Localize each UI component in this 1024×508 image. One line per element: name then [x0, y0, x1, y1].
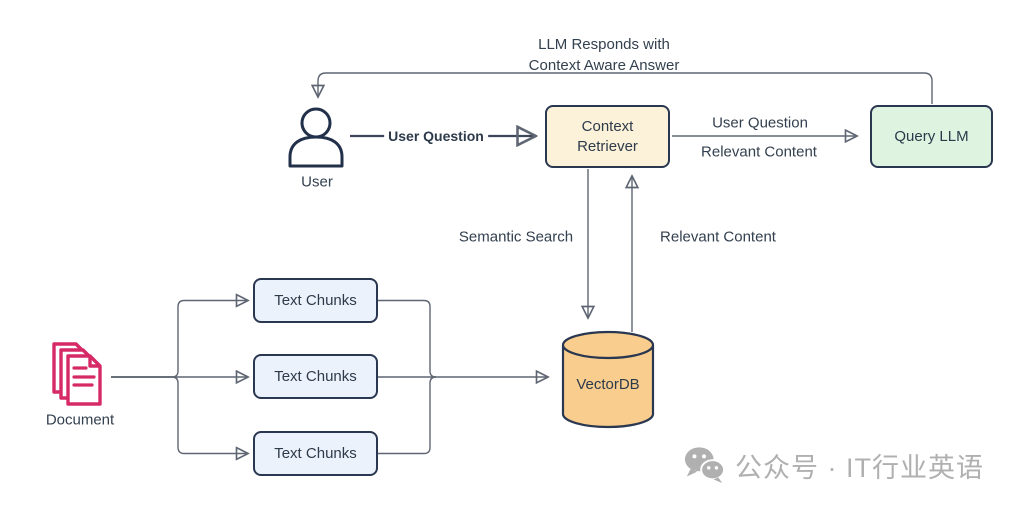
text-chunk-2-label: Text Chunks [274, 367, 357, 385]
vectordb-label: VectorDB [576, 376, 640, 393]
edge-label-user-question-2: User Question [712, 114, 808, 132]
node-text-chunk-3: Text Chunks [253, 431, 378, 476]
wechat-icon [684, 447, 725, 484]
edge-chunk-bottom-merge [378, 376, 437, 455]
document-icon [52, 342, 102, 406]
node-context-retriever: Context Retriever [545, 105, 670, 168]
user-label: User [301, 173, 333, 191]
text-chunk-1-label: Text Chunks [274, 291, 357, 309]
edge-label-relevant-content-top: Relevant Content [701, 143, 817, 161]
text-chunk-3-label: Text Chunks [274, 444, 357, 462]
node-query-llm: Query LLM [870, 105, 993, 168]
edge-doc-to-chunk-bottom [111, 376, 247, 454]
database-cylinder-icon [561, 330, 655, 429]
edge-label-relevant-content-mid: Relevant Content [660, 228, 776, 246]
feedback-edge-label-line2: Context Aware Answer [528, 57, 680, 74]
node-text-chunk-2: Text Chunks [253, 354, 378, 399]
watermark: 公众号 · IT行业英语 [683, 445, 984, 485]
context-retriever-label-line2: Retriever [577, 137, 638, 155]
node-text-chunk-1: Text Chunks [253, 278, 378, 323]
edge-doc-to-chunk-top [111, 301, 247, 378]
edge-label-semantic-search: Semantic Search [458, 228, 574, 246]
edge-llm-feedback [318, 72, 933, 104]
node-vectordb: VectorDB [561, 330, 655, 429]
query-llm-label: Query LLM [894, 127, 969, 145]
user-icon [288, 107, 344, 168]
feedback-edge-label: LLM Responds with Context Aware Answer [454, 34, 754, 76]
feedback-edge-label-line1: LLM Responds with [538, 36, 670, 53]
edge-label-user-question: User Question [384, 128, 488, 144]
edge-chunk-top-merge [378, 299, 437, 378]
document-label: Document [45, 411, 115, 429]
watermark-text: 公众号 · IT行业英语 [735, 452, 984, 483]
context-retriever-label-line1: Context [581, 117, 634, 135]
